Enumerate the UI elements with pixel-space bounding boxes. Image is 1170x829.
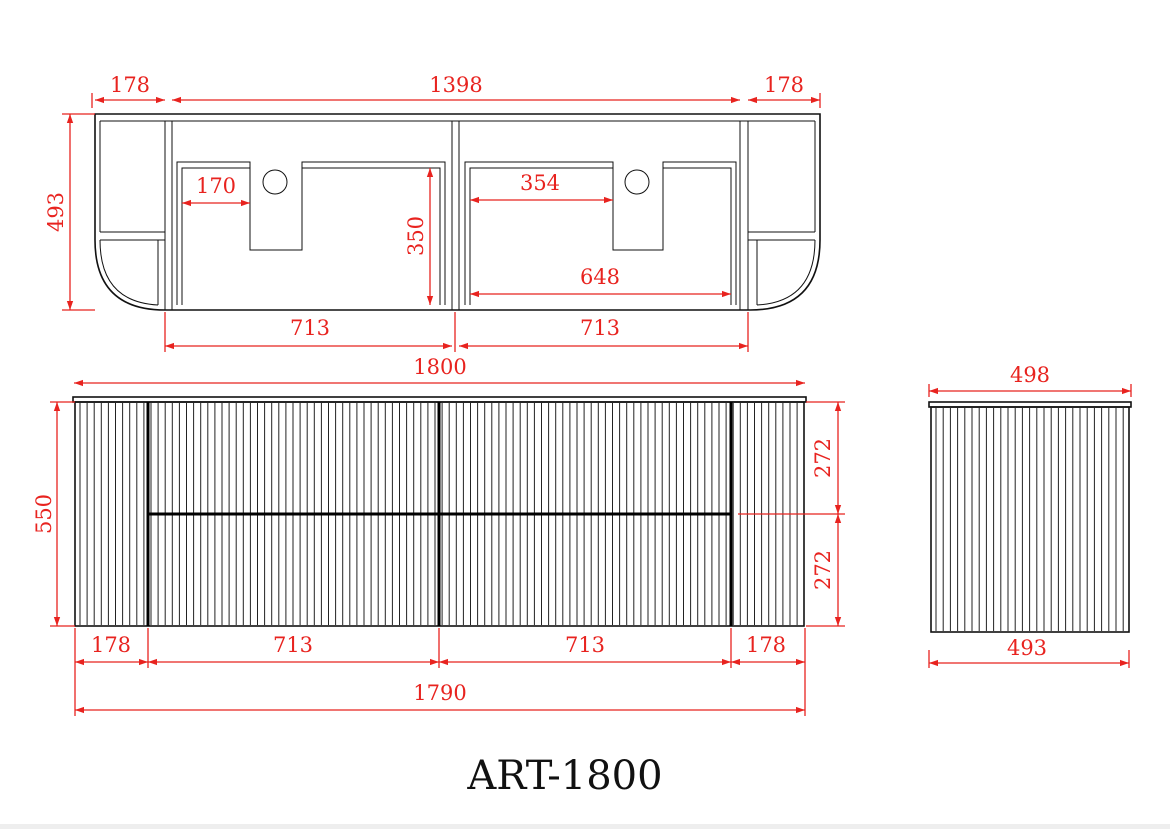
dim-drawer-lower: 272 [811, 550, 835, 590]
dim-top-left-end: 178 [110, 73, 150, 97]
top-view-outline [94, 113, 821, 311]
dim-top-bay-right: 713 [580, 316, 620, 340]
dim-inner-depth: 350 [404, 216, 428, 256]
dim-top-depth: 493 [44, 192, 68, 232]
dim-top-bay-left: 713 [290, 316, 330, 340]
dim-inner-width: 648 [580, 265, 620, 289]
front-view: 1800 550 272 272 178 713 713 178 [32, 355, 845, 716]
dim-top-center: 1398 [429, 73, 482, 97]
dim-top-right-end: 178 [764, 73, 804, 97]
side-cabinet-body [930, 406, 1130, 633]
dim-front-bay-right: 713 [565, 633, 605, 657]
right-basin-waste-hole [624, 169, 650, 195]
dim-front-end-right: 178 [746, 633, 786, 657]
dim-basin-left-offset: 170 [196, 174, 236, 198]
top-view: 178 1398 178 493 170 350 354 648 713 713 [44, 73, 821, 352]
left-drawer-cutout [176, 161, 446, 305]
bottom-bar [0, 824, 1170, 829]
dim-front-height: 550 [32, 494, 56, 534]
dim-side-bottom-depth: 493 [1007, 636, 1047, 660]
model-title: ART-1800 [466, 753, 662, 799]
dim-basin-right-offset: 354 [520, 171, 560, 195]
dim-side-top-depth: 498 [1010, 363, 1050, 387]
dim-front-overall-bottom: 1790 [413, 681, 466, 705]
side-view: 498 493 [928, 363, 1132, 668]
right-drawer-cutout [464, 161, 737, 305]
dim-front-bay-left: 713 [273, 633, 313, 657]
side-fluted-slats [935, 408, 1124, 631]
dim-front-end-left: 178 [91, 633, 131, 657]
dim-front-overall-top: 1800 [413, 355, 466, 379]
left-basin-waste-hole [262, 169, 288, 195]
dim-drawer-upper: 272 [811, 438, 835, 478]
